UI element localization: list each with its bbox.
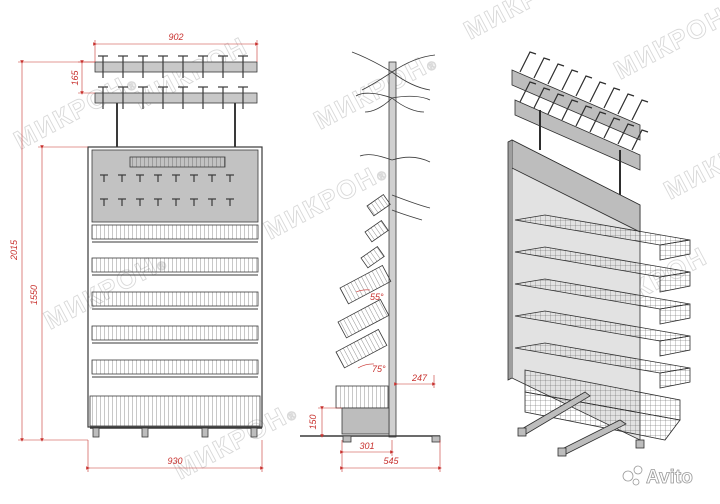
dim-top-height: 165 [70,70,80,86]
iso-hook [603,117,621,139]
iso-hook [575,75,593,97]
iso-hook [617,93,635,115]
top-basket [129,156,226,168]
iso-basket-front [659,335,691,357]
iso-hook [617,123,635,145]
peg-hooks [100,174,234,206]
iso-hook [547,63,565,85]
dim-top-width: 902 [168,32,183,42]
side-basket [339,264,392,305]
dim-base-offset: 301 [359,441,374,451]
isometric-view [507,51,691,457]
iso-hook [631,99,649,121]
front-dimensions [18,40,264,472]
front-basket [91,291,259,307]
iso-basket-front [659,239,691,261]
iso-hook [589,81,607,103]
foot [92,427,100,438]
iso-hook [533,87,551,109]
avito-logo: Avito [622,465,693,488]
side-basket [364,219,389,243]
iso-hook [519,51,537,73]
iso-hook [589,111,607,133]
dim-total-depth: 545 [383,456,399,466]
angle-upper: 55° [370,292,384,302]
foot [250,427,258,438]
front-basket [91,257,259,273]
side-basket [366,193,391,217]
iso-hook [561,69,579,91]
svg-text:МИКРОН®: МИКРОН® [659,115,720,205]
foot [201,427,209,438]
front-frame [87,146,263,428]
dim-frame-height: 1550 [29,285,39,305]
angle-lower: 75° [372,364,386,374]
front-view [87,55,263,438]
dim-base-width: 930 [167,456,182,466]
side-view [300,51,441,443]
iso-hook [561,99,579,121]
front-basket [91,325,259,341]
front-basket [91,224,259,240]
side-dimensions [318,289,442,472]
iso-basket-front [659,303,691,325]
iso-hook [533,57,551,79]
iso-hook [575,105,593,127]
svg-text:МИКРОН®: МИКРОН® [459,0,592,45]
svg-text:МИКРОН®: МИКРОН® [609,0,720,85]
iso-basket-front [659,271,691,293]
svg-text:Avito: Avito [646,467,693,488]
dim-basket-depth: 247 [411,373,428,383]
svg-text:МИКРОН®: МИКРОН® [309,45,442,135]
front-basket [91,359,259,375]
iso-hook [603,87,621,109]
top-hooks [98,55,248,109]
front-base [89,395,261,427]
foot [141,427,149,438]
top-rail-lower [94,92,258,104]
side-basket [360,245,385,269]
front-baskets [91,224,259,378]
iso-hook [547,93,565,115]
iso-basket-front [659,367,691,389]
dim-total-height: 2015 [9,239,19,261]
dim-base-height: 150 [308,414,318,429]
top-rail-upper [94,61,258,73]
side-basket [337,298,390,339]
iso-hook [519,81,537,103]
iso-hook [631,129,649,151]
side-basket [335,328,388,369]
